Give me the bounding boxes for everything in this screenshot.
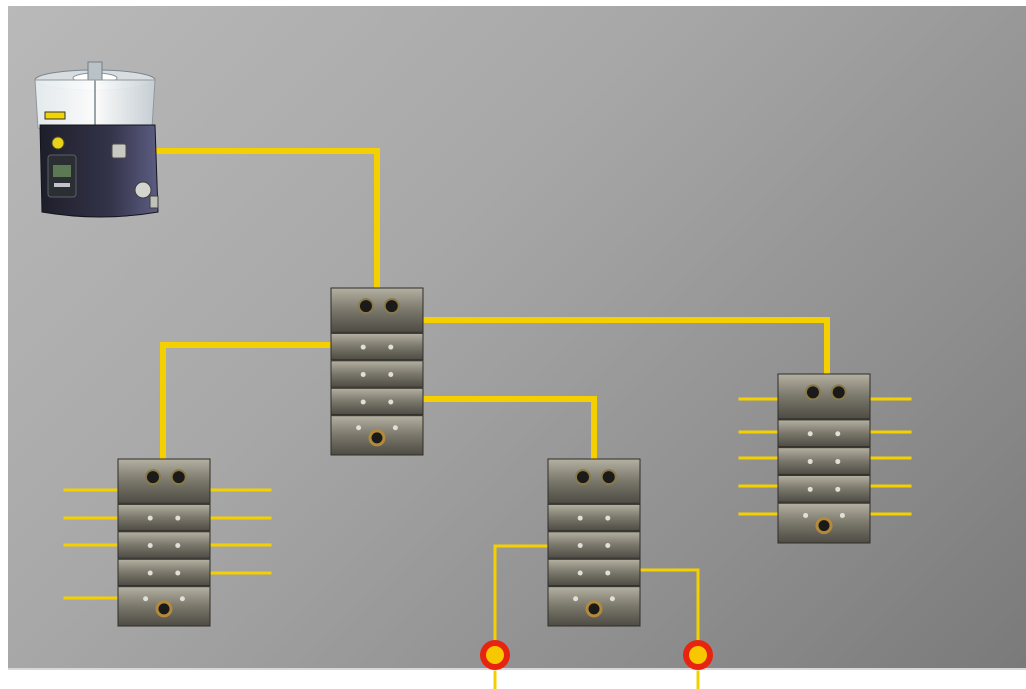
valve-section [777, 447, 871, 475]
bolt [360, 344, 366, 350]
branch-line-right [418, 317, 830, 378]
bolt [147, 570, 153, 576]
bolt [605, 570, 611, 576]
valve-inlet-block [117, 458, 211, 504]
bolt [388, 344, 394, 350]
outlets-middle-valve [493, 544, 700, 689]
bolt [388, 372, 394, 378]
inlet-port [357, 298, 374, 315]
valve-end-block [777, 502, 871, 544]
bolt [577, 570, 583, 576]
bolt [143, 596, 149, 602]
inlet-port [170, 469, 187, 486]
bolt [807, 431, 813, 437]
valve-section [117, 558, 211, 587]
valve-section [547, 503, 641, 532]
divider-valve-secondary-middle [547, 458, 641, 627]
inlet-port [383, 298, 400, 315]
valve-section [777, 474, 871, 503]
bolt [835, 431, 841, 437]
cycle-indicator-icon [683, 640, 713, 670]
bolt [835, 459, 841, 465]
valve-end-block [330, 415, 424, 456]
bolt [147, 543, 153, 549]
lubrication-pump-icon [34, 61, 159, 218]
inlet-port [804, 384, 821, 401]
bolt [605, 515, 611, 521]
bolt [175, 515, 181, 521]
cycle-indicator-icon [480, 640, 510, 670]
bolt [175, 543, 181, 549]
valve-inlet-block [330, 287, 424, 333]
inlet-port [600, 469, 617, 486]
valve-section [547, 558, 641, 587]
inlet-port [574, 469, 591, 486]
bolt [147, 515, 153, 521]
inlet-port [830, 384, 847, 401]
bolt [360, 399, 366, 405]
panel-shadow [8, 668, 1026, 670]
divider-valve-secondary-left [117, 458, 211, 627]
bolt [839, 512, 845, 518]
inlet-port [144, 469, 161, 486]
bolt [807, 486, 813, 492]
bolt [356, 425, 362, 431]
bolt [577, 515, 583, 521]
bolt [807, 459, 813, 465]
end-port [155, 600, 173, 618]
bolt [388, 399, 394, 405]
branch-line-middle [418, 396, 597, 463]
valve-inlet-block [777, 373, 871, 420]
end-port [368, 429, 386, 447]
bolt [175, 570, 181, 576]
main-supply-line [117, 148, 380, 295]
valve-section [777, 419, 871, 448]
pipe-lines [63, 148, 912, 689]
bolt [360, 372, 366, 378]
bolt [609, 596, 615, 602]
bolt [392, 425, 398, 431]
outlets-right-valve [738, 397, 912, 516]
divider-valve-secondary-right [777, 373, 871, 544]
divider-valve-primary [330, 287, 424, 456]
valve-section [117, 531, 211, 559]
valve-section [547, 531, 641, 559]
bolt [179, 596, 185, 602]
valve-inlet-block [547, 458, 641, 504]
valve-section [330, 387, 424, 416]
valve-section [330, 332, 424, 361]
end-port [585, 600, 603, 618]
bolt [835, 486, 841, 492]
end-port [815, 517, 833, 535]
valve-end-block [117, 586, 211, 627]
bolt [573, 596, 579, 602]
valve-section [330, 360, 424, 388]
bolt [577, 543, 583, 549]
outlets-left-valve [63, 488, 272, 600]
valve-end-block [547, 586, 641, 627]
divider-valves [117, 287, 871, 627]
bolt [803, 512, 809, 518]
branch-line-left [160, 342, 336, 463]
bolt [605, 543, 611, 549]
valve-section [117, 503, 211, 532]
